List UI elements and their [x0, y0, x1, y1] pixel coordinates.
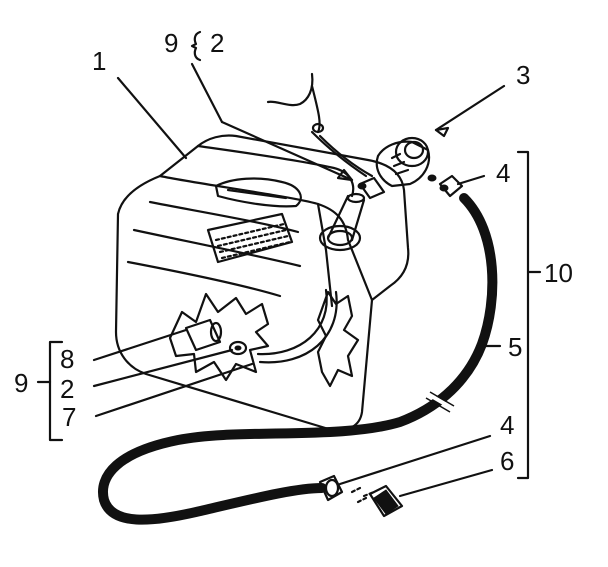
callout-10: 10 — [544, 258, 573, 288]
part-4-bottom-clamp — [318, 474, 344, 502]
fuel-tank — [114, 134, 410, 432]
part-6-end-connector — [350, 484, 404, 518]
callout-9-left: 9 — [14, 368, 29, 398]
callout-1: 1 — [92, 46, 107, 76]
part-2-washer — [228, 340, 248, 356]
callout-2-left: 2 — [60, 374, 75, 404]
callout-3: 3 — [516, 60, 531, 90]
part-4-top-clamp — [438, 174, 464, 198]
tank-outlet-fitting — [318, 192, 366, 252]
callout-9-top: 9 — [164, 28, 179, 58]
brackets — [36, 30, 542, 480]
callout-7: 7 — [62, 402, 77, 432]
part-2-top-connector — [357, 176, 386, 200]
part-5-fuel-hose — [98, 193, 498, 525]
callout-8: 8 — [60, 344, 75, 374]
callout-5: 5 — [508, 332, 523, 362]
cutaway-section — [168, 290, 360, 388]
callout-4-bottom: 4 — [500, 410, 515, 440]
part-3-connector — [375, 136, 437, 188]
callout-6: 6 — [500, 446, 515, 476]
callout-2-top: 2 — [210, 28, 225, 58]
warning-decal — [206, 212, 294, 264]
leader-lines — [92, 62, 506, 498]
callout-4-top: 4 — [496, 158, 511, 188]
part-8-fitting — [184, 318, 223, 352]
pickup-tube — [256, 288, 338, 364]
vent-line — [266, 72, 374, 178]
